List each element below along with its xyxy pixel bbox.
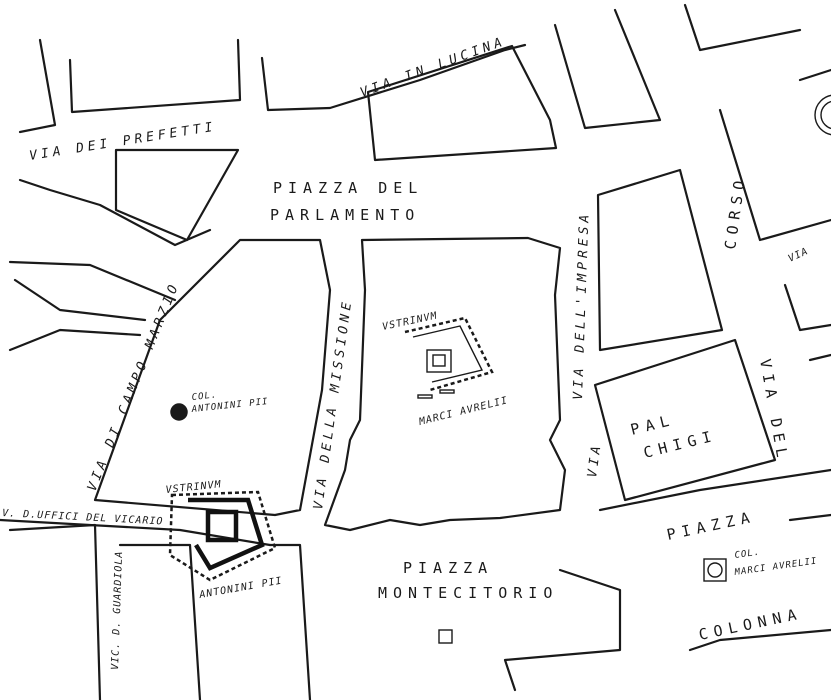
street-left-edge-3	[13, 278, 147, 322]
label-via-fragment: VIA	[585, 441, 605, 478]
block-top-left-edge	[18, 38, 57, 134]
city-blocks	[0, 3, 831, 700]
label-via-in-lucina: VIA IN LUCINA	[358, 34, 508, 101]
street-vicario-line	[0, 518, 272, 547]
block-top-right-3	[718, 108, 831, 242]
block-top-mid	[260, 43, 527, 112]
label-col-antonini-1: COL.	[191, 390, 218, 403]
block-bottom-left	[8, 523, 102, 700]
block-campo-marzio	[93, 238, 332, 517]
col-antonini-pii-icon	[170, 403, 188, 421]
label-ustrinum-marci-top: VSTRINVM	[381, 310, 438, 332]
label-via-della-missione: VIA DELLA MISSIONE	[311, 298, 355, 511]
street-left-edge-2	[8, 260, 177, 302]
block-via-in-lucina	[366, 44, 558, 162]
street-piazza-line	[598, 468, 831, 512]
label-ustrinum-antonini-bottom: ANTONINI PII	[198, 575, 284, 601]
label-pal-chigi-1: PAL	[629, 411, 677, 439]
block-right-edge-2	[808, 353, 831, 362]
label-col-marci-1: COL.	[734, 547, 761, 560]
block-impresa	[596, 168, 724, 352]
col-marci-aurelii-base	[703, 558, 727, 582]
block-triangle	[114, 148, 240, 242]
label-piazza-montecitorio-2: MONTECITORIO	[378, 584, 558, 602]
col-marci-aurelii-icon	[707, 562, 723, 578]
block-montecitorio	[323, 236, 567, 532]
label-vic-guardiola: VIC. D. GUARDIOLA	[110, 550, 125, 670]
label-via-del: VIA DEL	[756, 358, 792, 465]
label-via-right: VIA	[787, 246, 811, 265]
block-bottom-right-1	[503, 568, 622, 692]
ustrinum-marci-aurelii	[404, 316, 494, 399]
block-top-right-1	[553, 8, 662, 130]
block-pal-chigi	[593, 338, 777, 502]
block-bottom-mid	[268, 543, 312, 700]
ustrinum-marci-core-inner	[432, 354, 446, 367]
street-left-edge-1	[18, 178, 212, 247]
label-piazza-del: PIAZZA DEL	[273, 179, 423, 197]
ustrinum-antonini-core	[205, 509, 239, 543]
street-left-edge-4	[8, 328, 142, 352]
round-monument-icon	[814, 94, 831, 136]
ustrinum-marci-core	[426, 349, 452, 373]
label-piazza-montecitorio-1: PIAZZA	[403, 559, 493, 577]
label-via-dei-prefetti: VIA DEI PREFETTI	[28, 120, 217, 164]
ustrinum-marci-steps-2	[439, 389, 455, 394]
block-right-edge-1	[783, 283, 831, 332]
obelisk-montecitorio-icon	[438, 629, 453, 644]
ustrinum-marci-outer-wall	[404, 316, 494, 392]
block-bottom-right-2	[688, 628, 831, 652]
columns	[170, 403, 727, 644]
label-col-marci-2: MARCI AVRELII	[733, 556, 818, 578]
label-parlamento: PARLAMENTO	[270, 206, 420, 224]
block-top-right-2	[683, 3, 802, 52]
ustrinum-marci-steps-1	[417, 394, 433, 399]
block-top-left-2	[68, 38, 242, 114]
block-bottom-left-2	[118, 543, 202, 700]
block-top-right-4	[798, 68, 831, 82]
label-corso: CORSO	[721, 174, 749, 251]
ustrinum-antonini-wall	[188, 497, 265, 571]
label-piazza-colonna-1: PIAZZA	[665, 508, 757, 544]
ustrinum-antonini-pii	[168, 490, 277, 582]
label-via-dell-impresa: VIA DELL'IMPRESA	[571, 210, 593, 400]
ustrinum-marci-inner-wall	[412, 325, 484, 383]
ustrinum-antonini-hatch-outer	[168, 490, 277, 582]
label-via-di-campo-marzio: VIA DI CAMPO MARZIO	[85, 280, 183, 494]
label-ustrinum-marci-bottom: MARCI AVRELII	[417, 395, 509, 428]
block-bottom-right-3	[788, 513, 831, 522]
